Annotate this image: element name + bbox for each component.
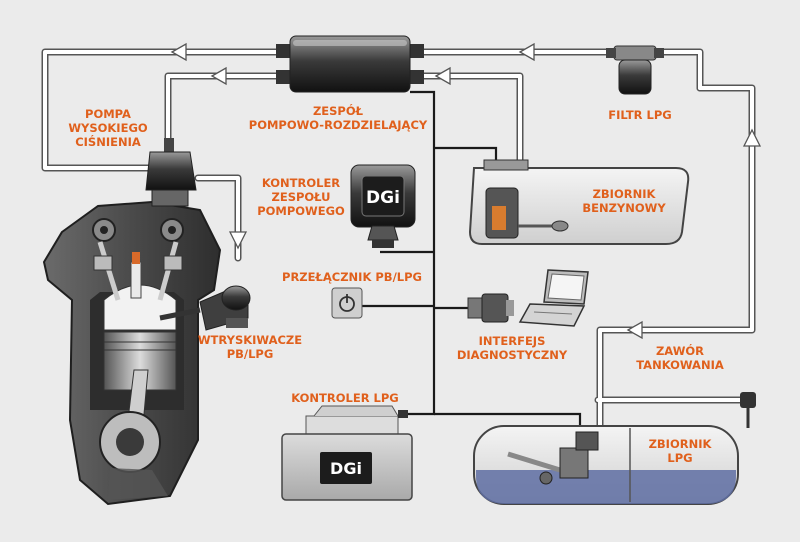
diagnostic-connector	[467, 293, 514, 323]
label-diagnostic-interface: INTERFEJS DIAGNOSTYCZNY	[456, 334, 568, 362]
arrow-left-icon	[434, 66, 451, 86]
lpg-controller-logo: DGi	[330, 459, 362, 478]
label-pump-controller: KONTROLER ZESPOŁU POMPOWEGO	[257, 176, 345, 218]
arrow-up-icon	[742, 128, 762, 147]
arrow-left-icon	[170, 42, 187, 62]
lpg-filter	[606, 45, 664, 95]
label-lpg-filter: FILTR LPG	[608, 108, 672, 122]
laptop-icon	[518, 269, 589, 327]
label-high-pressure-pump: POMPA WYSOKIEGO CIŚNIENIA	[68, 107, 148, 149]
arrow-left-icon	[626, 320, 643, 340]
filling-valve	[740, 392, 756, 428]
flow-arrows	[170, 42, 762, 340]
arrow-left-icon	[518, 42, 535, 62]
arrow-down-icon	[228, 231, 248, 250]
wiring	[360, 90, 582, 438]
pump-distributor-unit	[276, 35, 424, 93]
pump-controller-logo: DGi	[366, 188, 400, 208]
power-icon	[339, 294, 355, 312]
lpg-controller	[281, 405, 413, 501]
label-distributor: ZESPÓŁ POMPOWO-ROZDZIELAJĄCY	[248, 104, 428, 132]
pump-controller	[350, 164, 416, 248]
label-switch: PRZEŁĄCZNIK PB/LPG	[282, 270, 422, 284]
engine	[42, 200, 222, 506]
label-petrol-tank: ZBIORNIK BENZYNOWY	[582, 187, 666, 215]
label-lpg-controller: KONTROLER LPG	[291, 391, 399, 405]
label-fill-valve: ZAWÓR TANKOWANIA	[636, 344, 724, 372]
petrol-tank	[468, 159, 690, 245]
label-lpg-tank: ZBIORNIK LPG	[648, 437, 712, 465]
injector	[159, 285, 251, 331]
lpg-tank	[473, 425, 739, 505]
label-injectors: WTRYSKIWACZE PB/LPG	[197, 333, 303, 361]
high-pressure-pump	[145, 138, 197, 207]
pb-lpg-switch	[331, 287, 363, 319]
arrow-left-icon	[210, 66, 227, 86]
